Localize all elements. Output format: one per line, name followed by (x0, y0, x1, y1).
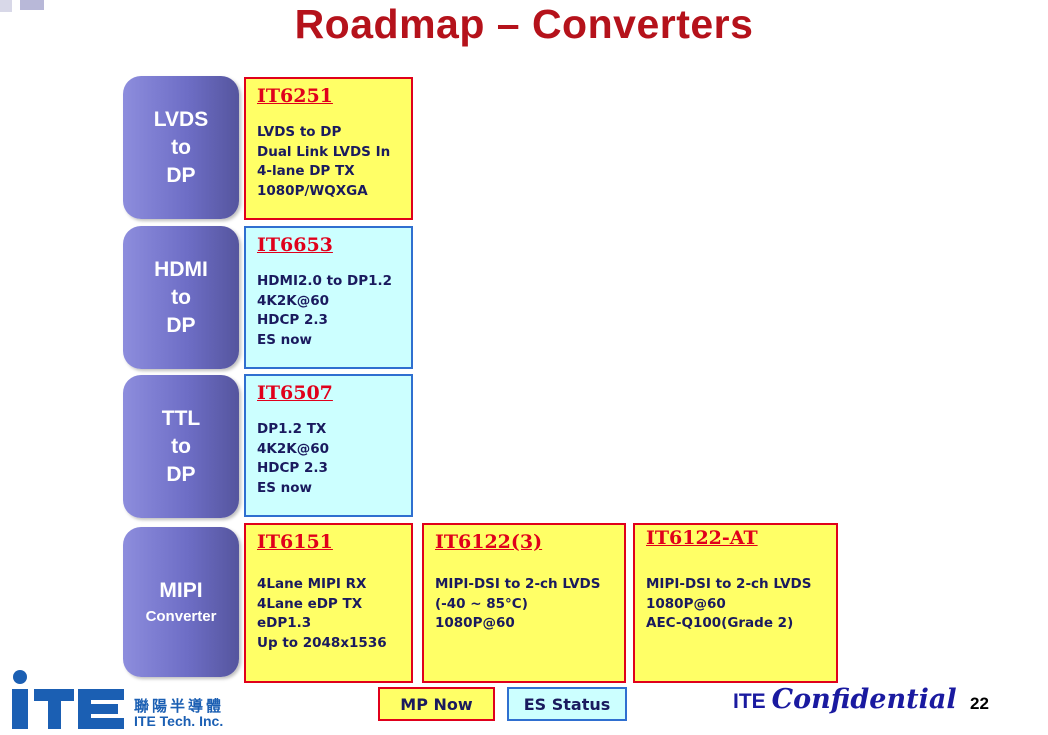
confidential-prefix: ITE (733, 690, 766, 713)
category-label: HDMI to DP (154, 257, 208, 337)
part-number: IT6151 (257, 531, 333, 553)
part-number: IT6122-AT (646, 527, 758, 549)
product-box-it6251: IT6251 LVDS to DP Dual Link LVDS In 4-la… (244, 77, 413, 220)
corner-decoration (0, 0, 48, 12)
category-label: TTL to DP (161, 406, 201, 486)
category-label: LVDS to DP (153, 107, 209, 187)
category-label: MIPI (159, 579, 203, 602)
part-number: IT6653 (257, 234, 333, 256)
page-number: 22 (970, 694, 989, 713)
category-hdmi-to-dp: HDMI to DP (123, 226, 239, 369)
product-box-it6122-at: IT6122-AT MIPI-DSI to 2-ch LVDS 1080P@60… (633, 523, 838, 683)
category-lvds-to-dp: LVDS to DP (123, 76, 239, 219)
part-number: IT6122(3) (435, 531, 543, 553)
legend-mp-now: MP Now (378, 687, 495, 721)
product-description: LVDS to DP Dual Link LVDS In 4-lane DP T… (257, 124, 391, 199)
product-description: 4Lane MIPI RX 4Lane eDP TX eDP1.3 Up to … (257, 576, 387, 651)
product-description: HDMI2.0 to DP1.2 4K2K@60 HDCP 2.3 ES now (257, 273, 393, 348)
ite-logo-mark (12, 670, 124, 729)
ite-logo: 聯陽半導體 ITE Tech. Inc. (8, 669, 248, 731)
corner-bar (20, 0, 44, 10)
confidential-word: Confidential (771, 684, 957, 715)
part-number: IT6251 (257, 85, 333, 107)
product-box-it6653: IT6653 HDMI2.0 to DP1.2 4K2K@60 HDCP 2.3… (244, 226, 413, 369)
product-description: MIPI-DSI to 2-ch LVDS 1080P@60 AEC-Q100(… (646, 576, 812, 631)
category-mipi-converter: MIPI Converter (123, 527, 239, 677)
category-sublabel: Converter (145, 608, 217, 625)
slide-title: Roadmap – Converters (294, 1, 754, 47)
company-name-english: ITE Tech. Inc. (134, 713, 224, 729)
part-number: IT6507 (257, 382, 333, 404)
company-name-chinese: 聯陽半導體 (134, 697, 225, 715)
product-description: DP1.2 TX 4K2K@60 HDCP 2.3 ES now (257, 421, 329, 496)
product-box-it6122-3: IT6122(3) MIPI-DSI to 2-ch LVDS (-40 ~ 8… (422, 523, 626, 683)
legend-es-status: ES Status (507, 687, 627, 721)
corner-square (0, 0, 12, 12)
category-ttl-to-dp: TTL to DP (123, 375, 239, 518)
product-description: MIPI-DSI to 2-ch LVDS (-40 ~ 85°C) 1080P… (435, 576, 601, 631)
product-box-it6507: IT6507 DP1.2 TX 4K2K@60 HDCP 2.3 ES now (244, 374, 413, 517)
product-box-it6151: IT6151 4Lane MIPI RX 4Lane eDP TX eDP1.3… (244, 523, 413, 683)
